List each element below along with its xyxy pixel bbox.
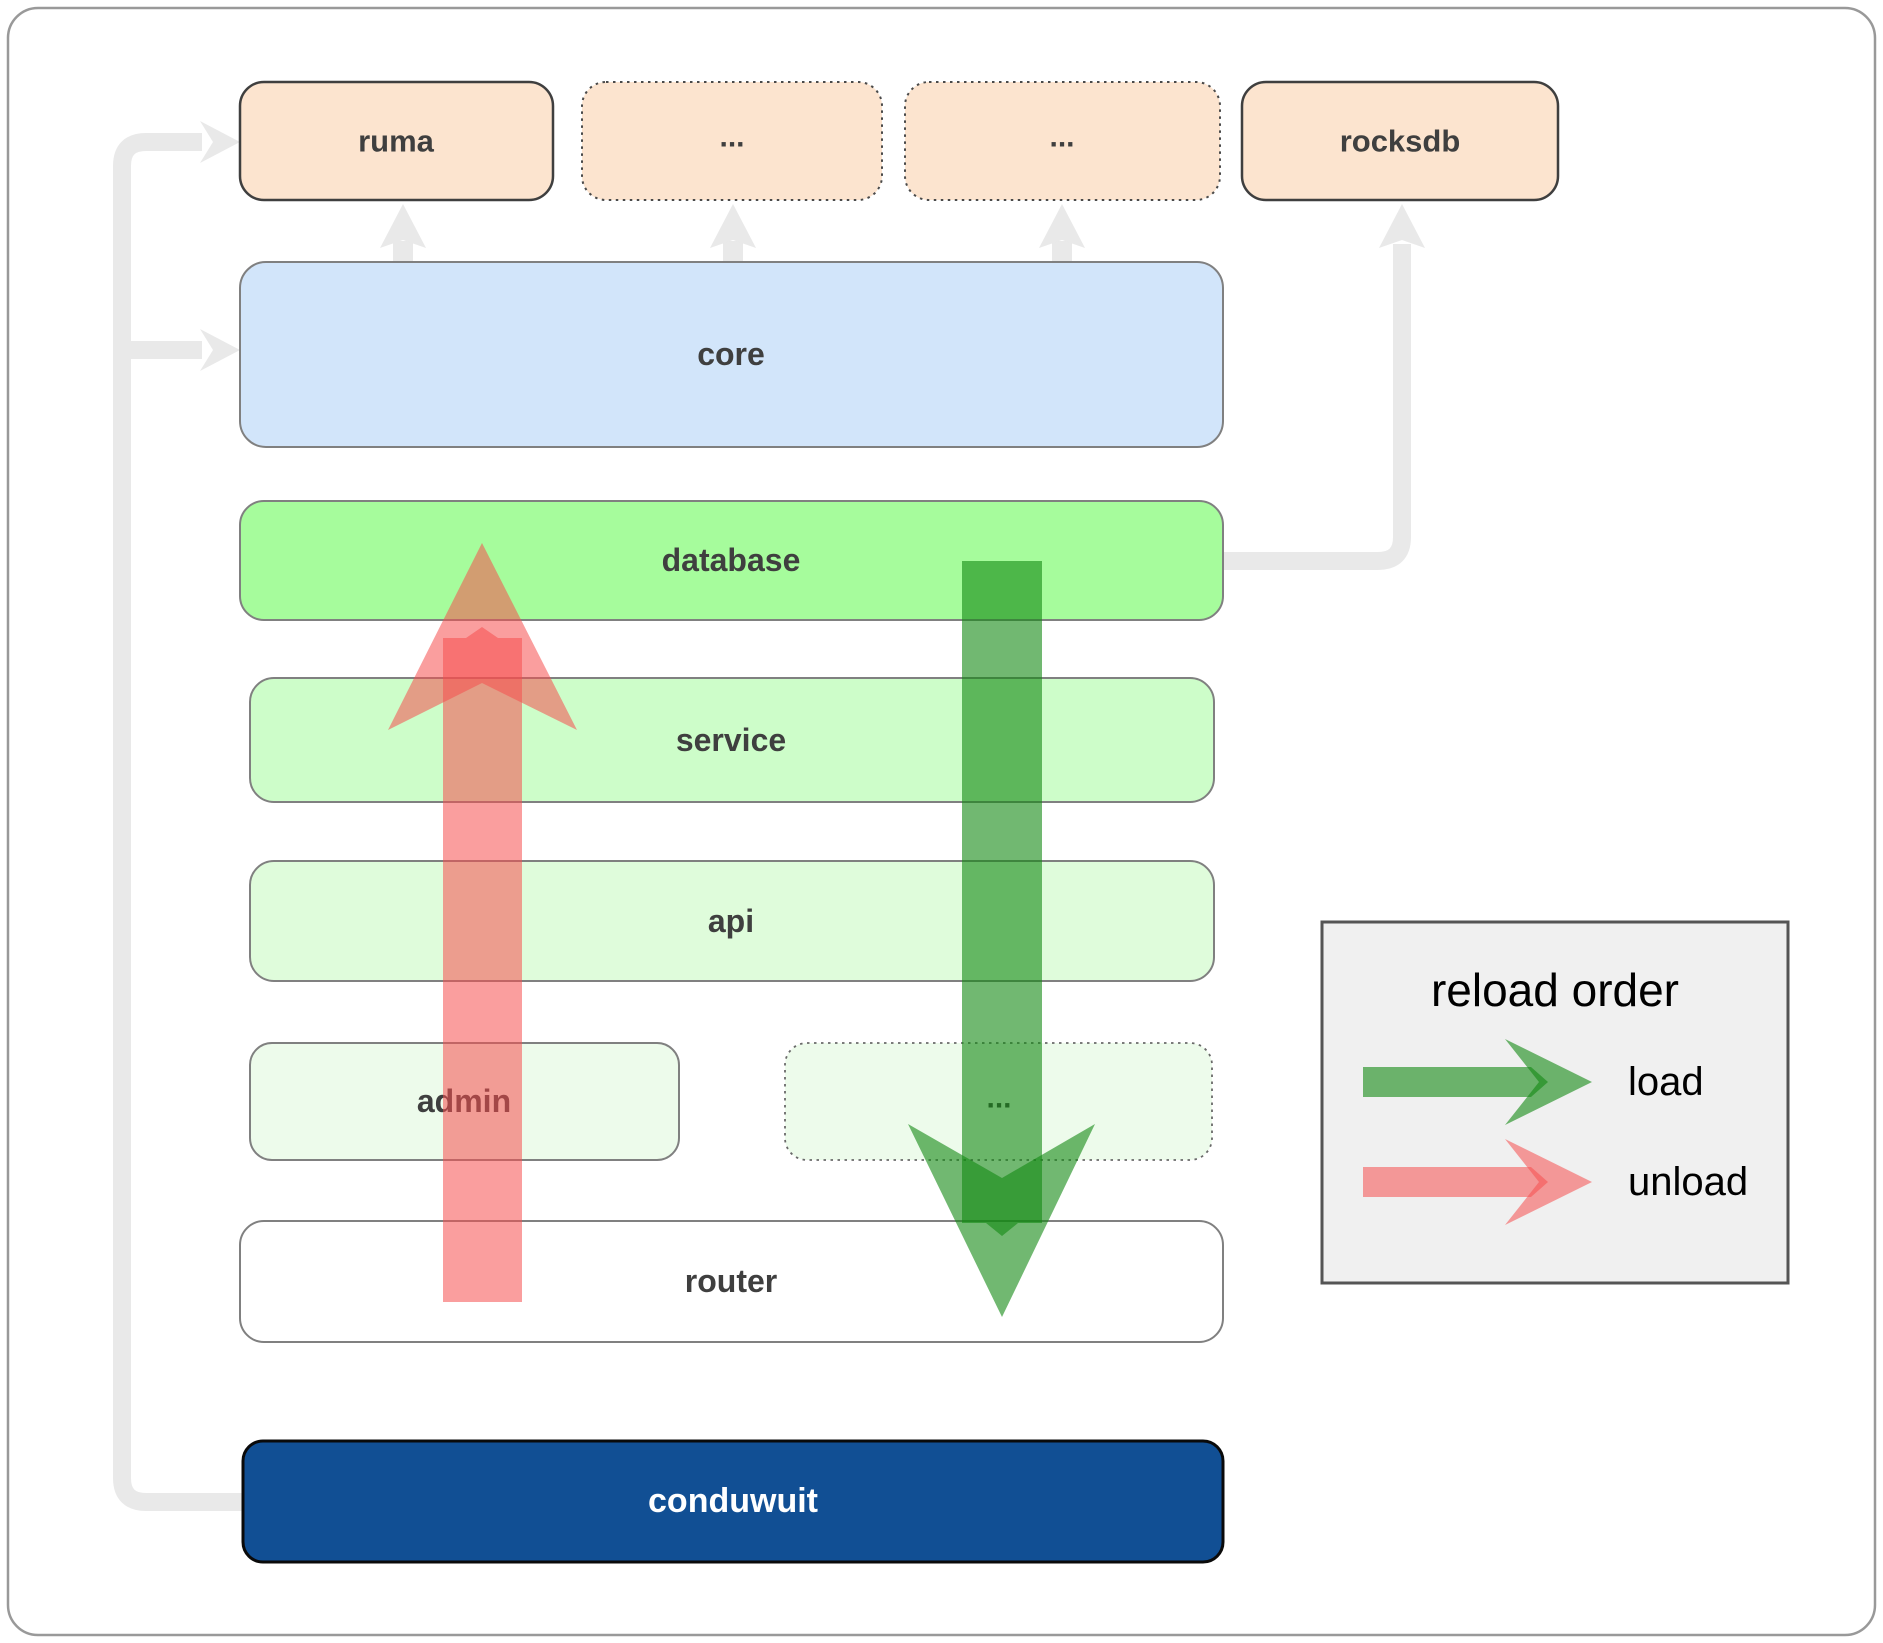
node-database: database	[239, 500, 1224, 621]
connector-core-to-ruma	[380, 204, 426, 264]
legend-load-arrowhead-icon	[1505, 1039, 1592, 1125]
node-conduwuit-label: conduwuit	[648, 1482, 818, 1520]
node-core-label: core	[697, 336, 765, 372]
unload-arrow-icon	[388, 543, 577, 1302]
node-router-label: router	[685, 1263, 777, 1299]
flow-arrow-group	[388, 543, 1095, 1317]
node-ruma-label: ruma	[358, 124, 435, 159]
legend-unload-arrowhead-icon	[1505, 1139, 1592, 1225]
load-arrowhead-icon	[908, 1124, 1095, 1317]
node-ellipsis-top-left: ...	[581, 81, 883, 201]
arrow-shaft	[1052, 241, 1072, 264]
node-core-box	[239, 261, 1224, 448]
node-conduwuit: conduwuit	[241, 1439, 1225, 1564]
legend-box	[1320, 920, 1790, 1285]
up-arrowhead-icon	[380, 204, 426, 248]
legend-load-arrow-icon	[1363, 1039, 1592, 1125]
node-rocksdb-box	[1240, 80, 1560, 202]
node-service: service	[249, 677, 1215, 803]
connector-conduwuit-to-ruma	[113, 133, 243, 1511]
load-arrow-icon	[908, 561, 1095, 1317]
node-rocksdb-label: rocksdb	[1340, 124, 1461, 159]
legend-title: reload order	[1431, 964, 1679, 1016]
node-service-label: service	[676, 722, 786, 758]
node-ellipsis-box	[581, 81, 883, 201]
arrowhead-into-core-icon	[200, 329, 240, 371]
node-ellipsis-label: ...	[1049, 121, 1074, 154]
legend-unload-arrow-icon	[1363, 1139, 1592, 1225]
legend: reload order load unload	[1320, 920, 1790, 1285]
diagram-frame	[6, 6, 1877, 1637]
connector-core-to-ellipsis-left	[710, 204, 756, 264]
legend-unload-label: unload	[1628, 1160, 1748, 1204]
unload-arrow-shaft	[443, 627, 522, 1302]
node-rocksdb: rocksdb	[1240, 80, 1560, 202]
arrowhead-into-rocksdb-icon	[1379, 204, 1425, 248]
load-arrow-shaft	[962, 561, 1042, 1236]
node-core: core	[239, 261, 1224, 448]
node-api: api	[249, 860, 1215, 982]
node-ellipsis-top-right: ...	[904, 81, 1221, 201]
connector-core-to-ellipsis-right	[1039, 204, 1085, 264]
legend-load-shaft	[1363, 1067, 1548, 1097]
arrowhead-into-ruma-icon	[200, 121, 240, 163]
node-ellipsis-box	[904, 81, 1221, 201]
node-ruma-box	[238, 80, 555, 202]
node-conduwuit-box	[241, 1439, 1225, 1564]
connector-database-to-rocksdb	[1223, 244, 1411, 570]
connector-group	[113, 121, 1425, 1511]
node-database-label: database	[662, 542, 801, 578]
up-arrowhead-icon	[1039, 204, 1085, 248]
node-router: router	[239, 1220, 1224, 1343]
legend-unload-shaft	[1363, 1167, 1548, 1197]
node-ellipsis-label: ...	[719, 121, 744, 154]
up-arrowhead-icon	[710, 204, 756, 248]
unload-arrowhead-icon	[388, 543, 577, 730]
node-api-label: api	[708, 903, 754, 939]
node-ruma: ruma	[238, 80, 555, 202]
arrow-shaft	[393, 241, 413, 264]
arrow-shaft	[723, 241, 743, 264]
legend-load-label: load	[1628, 1060, 1704, 1104]
